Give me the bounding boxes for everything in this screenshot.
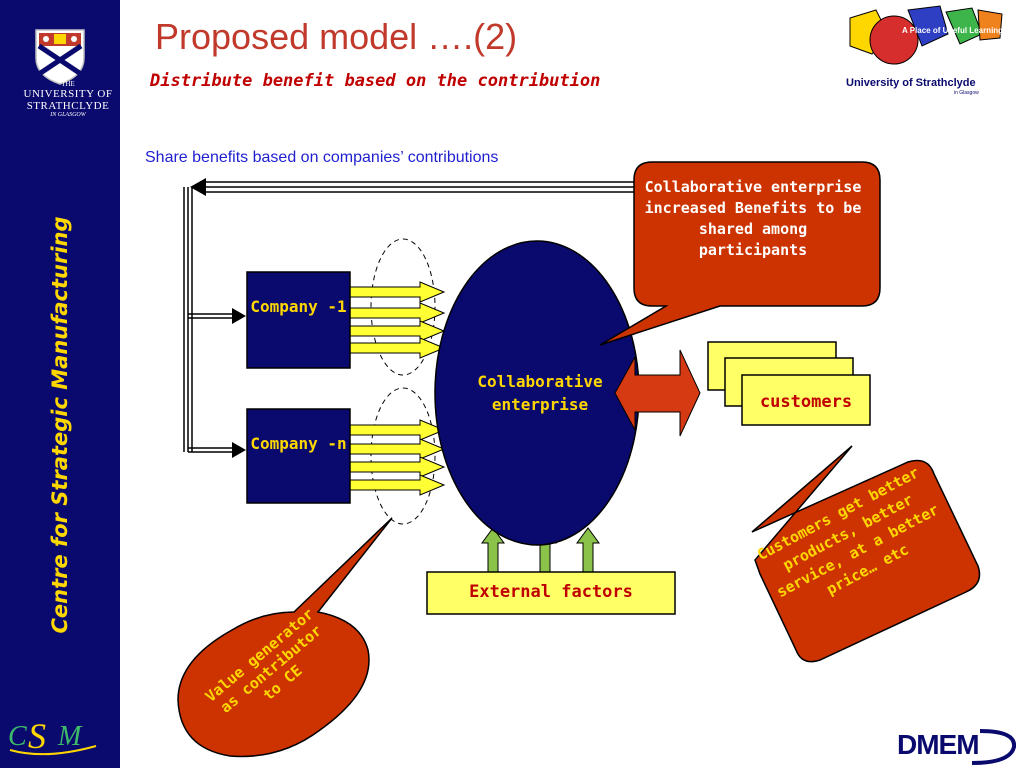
feedback-arrow (183, 178, 640, 458)
ce-callout-bubble (599, 161, 881, 346)
external-factors-label: External factors (469, 582, 633, 602)
university-crest-icon (35, 29, 85, 85)
companyn-arrow-1 (349, 419, 446, 441)
external-arrow-3 (576, 527, 600, 573)
sidebar: THE UNIVERSITY OF STRATHCLYDE IN GLASGOW… (0, 0, 120, 768)
slide-title: Proposed model ….(2) (155, 16, 518, 57)
svg-text:C: C (8, 721, 27, 752)
value-callout-bubble (177, 517, 393, 758)
company1-arrow-3 (349, 320, 446, 342)
customers-label: customers (759, 392, 853, 412)
university-name: THE UNIVERSITY OF STRATHCLYDE IN GLASGOW (18, 80, 118, 118)
company1-contribution-arrows (349, 281, 446, 359)
strathclyde-tagline: A Place of Useful Learning (902, 26, 1004, 35)
collaborative-enterprise-label: Collaborative enterprise (477, 372, 603, 414)
company1-label: Company -1 (250, 297, 347, 316)
slide-subtitle: Distribute benefit based on the contribu… (150, 71, 601, 91)
ce-callout-text: Collaborative enterprise increased Benef… (644, 178, 862, 259)
companyn-arrow-3 (349, 456, 446, 478)
university-name-line2: UNIVERSITY OF STRATHCLYDE (23, 88, 113, 112)
company1-arrow-2 (349, 302, 446, 324)
external-factors-box (426, 571, 676, 615)
companyn-contribution-ellipse (370, 387, 436, 525)
strathclyde-logo (849, 5, 1003, 65)
university-name-line3: IN GLASGOW (50, 112, 86, 118)
companyn-arrow-4 (349, 474, 446, 496)
company1-arrow-4 (349, 337, 446, 359)
companyn-contribution-arrows (349, 419, 446, 496)
company1-box (246, 271, 351, 369)
svg-text:S: S (28, 716, 46, 756)
dmem-logo-swoosh-icon (971, 729, 1016, 765)
enterprise-customers-double-arrow (614, 349, 701, 437)
companyn-box (246, 408, 351, 504)
company1-contribution-ellipse (370, 238, 436, 376)
university-name-line1: THE (61, 80, 75, 88)
external-arrow-1 (481, 527, 505, 573)
customers-callout-bubble (751, 445, 981, 663)
companyn-arrow-2 (349, 438, 446, 460)
csm-logo: C S M (8, 716, 97, 756)
company1-arrow-1 (349, 281, 446, 303)
companyn-label: Company -n (250, 434, 347, 453)
strathclyde-city: in Glasgow (954, 90, 979, 96)
strathclyde-name: University of Strathclyde (846, 77, 976, 89)
share-benefits-text: Share benefits based on companies’ contr… (145, 149, 499, 166)
customers-box-front (741, 374, 871, 426)
dmem-logo-text: DMEM (897, 729, 980, 760)
svg-text:M: M (57, 721, 83, 752)
